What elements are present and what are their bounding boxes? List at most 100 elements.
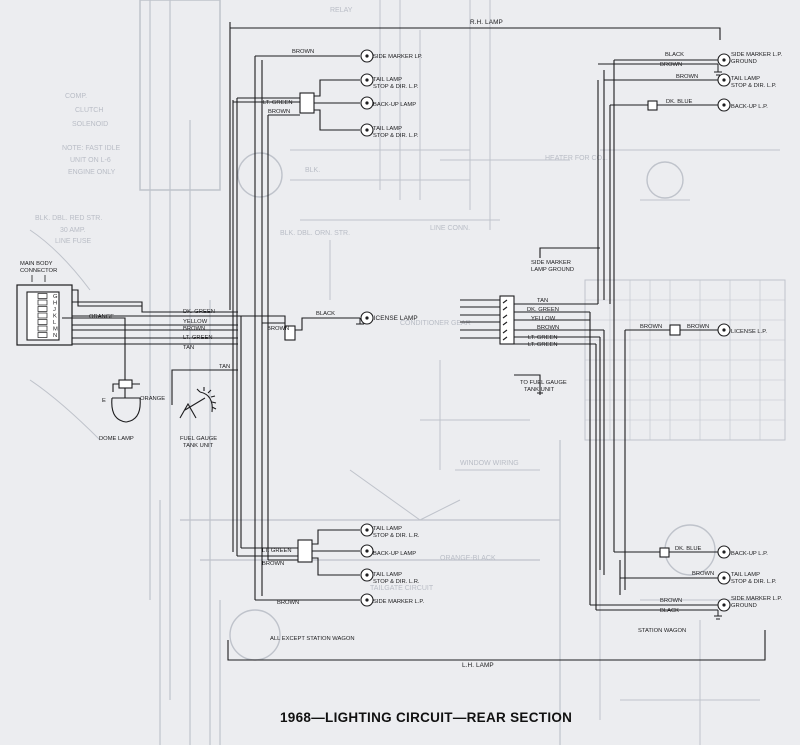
lamp-socket-dot bbox=[722, 550, 726, 554]
rh-tail1-left-label: TAIL LAMP STOP & DIR. L.P. bbox=[373, 77, 419, 90]
connector-pin bbox=[37, 299, 48, 306]
svg-text:WINDOW WIRING: WINDOW WIRING bbox=[460, 460, 519, 467]
wire-lt-green-center-label: LT. GREEN bbox=[528, 335, 558, 341]
lh-tail-right-line1: TAIL LAMP bbox=[731, 572, 760, 578]
wire-brown-rh2-label: BROWN bbox=[268, 109, 290, 115]
lamp-socket-dot bbox=[365, 573, 369, 577]
wire-brown-rh-label: BROWN bbox=[292, 49, 314, 55]
rh-tail2-left-label: TAIL LAMP STOP & DIR. L.P. bbox=[373, 126, 419, 139]
wire-brown-lh2-label: BROWN bbox=[277, 600, 299, 606]
lh-tail2-left-lamp bbox=[360, 568, 374, 582]
wire-black-license-label: BLACK bbox=[316, 311, 335, 317]
connector-pin-label: H bbox=[53, 301, 57, 307]
wire-dk-green-center-label: DK. GREEN bbox=[527, 307, 559, 313]
connector-pin-label: K bbox=[53, 314, 57, 320]
connector-pin-label: J bbox=[53, 307, 56, 313]
connector-pin-label: M bbox=[53, 327, 58, 333]
lh-side-marker-right-line1: SIDE MARKER L.P. bbox=[731, 596, 783, 602]
connector-pin bbox=[37, 306, 48, 312]
fuel-gauge-tank-unit bbox=[171, 369, 238, 419]
main-body-connector-label: MAIN BODY CONNECTOR bbox=[20, 261, 57, 274]
lh-backup-left-label: BACK-UP LAMP bbox=[373, 551, 416, 557]
lamp-socket-dot bbox=[365, 598, 369, 602]
lamp-socket-dot bbox=[365, 54, 369, 58]
lh-lamp-group-right bbox=[590, 547, 718, 611]
side-marker-ground-label: SIDE MARKER LAMP GROUND bbox=[531, 260, 574, 273]
rh-lamp-bus: R.H. LAMP bbox=[229, 19, 721, 310]
rh-backup-right-label: BACK-UP L.P. bbox=[731, 104, 768, 110]
main-body-connector-label-line1: MAIN BODY bbox=[20, 261, 53, 267]
wire-brown-label: BROWN bbox=[183, 326, 205, 332]
svg-text:HEATER FOR CO...: HEATER FOR CO... bbox=[545, 155, 608, 162]
fuel-gauge-label-line1: FUEL GAUGE bbox=[180, 436, 217, 442]
rh-backup-right-lamp bbox=[717, 98, 731, 112]
svg-text:30 AMP.: 30 AMP. bbox=[60, 227, 86, 234]
lamp-socket-dot bbox=[722, 603, 726, 607]
wire-dk-blue-lh-right-label: DK. BLUE bbox=[675, 546, 702, 552]
wire-tan-label: TAN bbox=[183, 345, 194, 351]
main-harness bbox=[62, 289, 238, 382]
svg-text:TAILGATE CIRCUIT: TAILGATE CIRCUIT bbox=[370, 585, 434, 592]
all-except-station-wagon-label: ALL EXCEPT STATION WAGON bbox=[270, 636, 355, 642]
lamp-socket-dot bbox=[722, 103, 726, 107]
lh-tail2-left-label: TAIL LAMP STOP & DIR. L.R. bbox=[373, 572, 420, 585]
connector-pin bbox=[37, 325, 48, 332]
lamp-socket-dot bbox=[365, 528, 369, 532]
connector-pin-label: G bbox=[53, 294, 58, 300]
rh-tail1-left-line2: STOP & DIR. L.P. bbox=[373, 84, 419, 90]
rh-tail1-left-line1: TAIL LAMP bbox=[373, 77, 402, 83]
lamp-socket-dot bbox=[722, 78, 726, 82]
lh-tail1-left-lamp bbox=[360, 523, 374, 537]
lh-tail-right-lamp bbox=[717, 571, 731, 585]
side-marker-ground-line1: SIDE MARKER bbox=[531, 260, 571, 266]
rh-side-marker-left-lamp bbox=[360, 49, 374, 63]
right-trunk bbox=[589, 60, 626, 610]
fuel-gauge-right-line1: TO FUEL GAUGE bbox=[520, 380, 567, 386]
rh-tail-right-line1: TAIL LAMP bbox=[731, 76, 760, 82]
rh-backup-left-label: BACK-UP LAMP bbox=[373, 102, 416, 108]
svg-text:LINE CONN.: LINE CONN. bbox=[430, 225, 470, 232]
svg-text:ENGINE ONLY: ENGINE ONLY bbox=[68, 169, 116, 176]
fuel-gauge-label-line2: TANK UNIT bbox=[183, 443, 214, 449]
lamp-socket-dot bbox=[365, 101, 369, 105]
wire-yellow-center-label: YELLOW bbox=[531, 316, 556, 322]
lamp-labels: SIDE MARKER LP. TAIL LAMP STOP & DIR. L.… bbox=[373, 52, 784, 609]
lh-lamp-bus: L.H. LAMP bbox=[227, 630, 766, 669]
lamp-socket-dot bbox=[365, 316, 369, 320]
rh-tail-right-label: TAIL LAMP STOP & DIR. L.P. bbox=[731, 76, 777, 89]
lh-lamp-bus-label: L.H. LAMP bbox=[462, 662, 494, 669]
rh-lamp-group-left bbox=[233, 55, 360, 131]
wire-brown-rh-right-label: BROWN bbox=[660, 62, 682, 68]
lamp-socket-dot bbox=[365, 128, 369, 132]
lamp-socket-dot bbox=[722, 576, 726, 580]
lamp-socket-dot bbox=[722, 328, 726, 332]
wire-brown-license-label: BROWN bbox=[267, 326, 289, 332]
wire-tan-center-label: TAN bbox=[537, 298, 548, 304]
svg-text:CONDITIONER GEAR: CONDITIONER GEAR bbox=[400, 320, 471, 327]
dome-lamp-label: DOME LAMP bbox=[99, 436, 134, 442]
wire-dk-green-label: DK. GREEN bbox=[183, 309, 215, 315]
rh-side-marker-right-label: SIDE MARKER L.P. GROUND bbox=[731, 52, 784, 65]
lh-backup-right-label: BACK-UP L.P. bbox=[731, 551, 768, 557]
connector-pin bbox=[37, 319, 48, 325]
rh-side-marker-right-line1: SIDE MARKER L.P. bbox=[731, 52, 783, 58]
connector-pin bbox=[37, 312, 48, 319]
wire-brown-center-label: BROWN bbox=[537, 325, 559, 331]
rh-backup-left-lamp bbox=[360, 96, 374, 110]
svg-text:LINE FUSE: LINE FUSE bbox=[55, 238, 92, 245]
dome-lamp bbox=[111, 379, 141, 423]
lh-backup-left-lamp bbox=[360, 544, 374, 558]
lh-side-marker-left-label: SIDE MARKER L.P. bbox=[373, 599, 425, 605]
wire-brown-rh-right2-label: BROWN bbox=[676, 74, 698, 80]
wire-brown-lh-label: BROWN bbox=[262, 561, 284, 567]
lh-side-marker-right-lamp bbox=[717, 598, 731, 612]
wire-brown-lh-right-label: BROWN bbox=[692, 571, 714, 577]
license-left-lamp bbox=[360, 311, 374, 325]
wire-e-label: E bbox=[102, 398, 106, 404]
lh-side-marker-left-lamp bbox=[360, 593, 374, 607]
lamp-sockets bbox=[360, 49, 731, 612]
side-marker-ground-line2: LAMP GROUND bbox=[531, 267, 574, 273]
svg-text:BLK.: BLK. bbox=[305, 167, 320, 174]
license-lamp-label: LICENSE LAMP bbox=[370, 315, 418, 322]
